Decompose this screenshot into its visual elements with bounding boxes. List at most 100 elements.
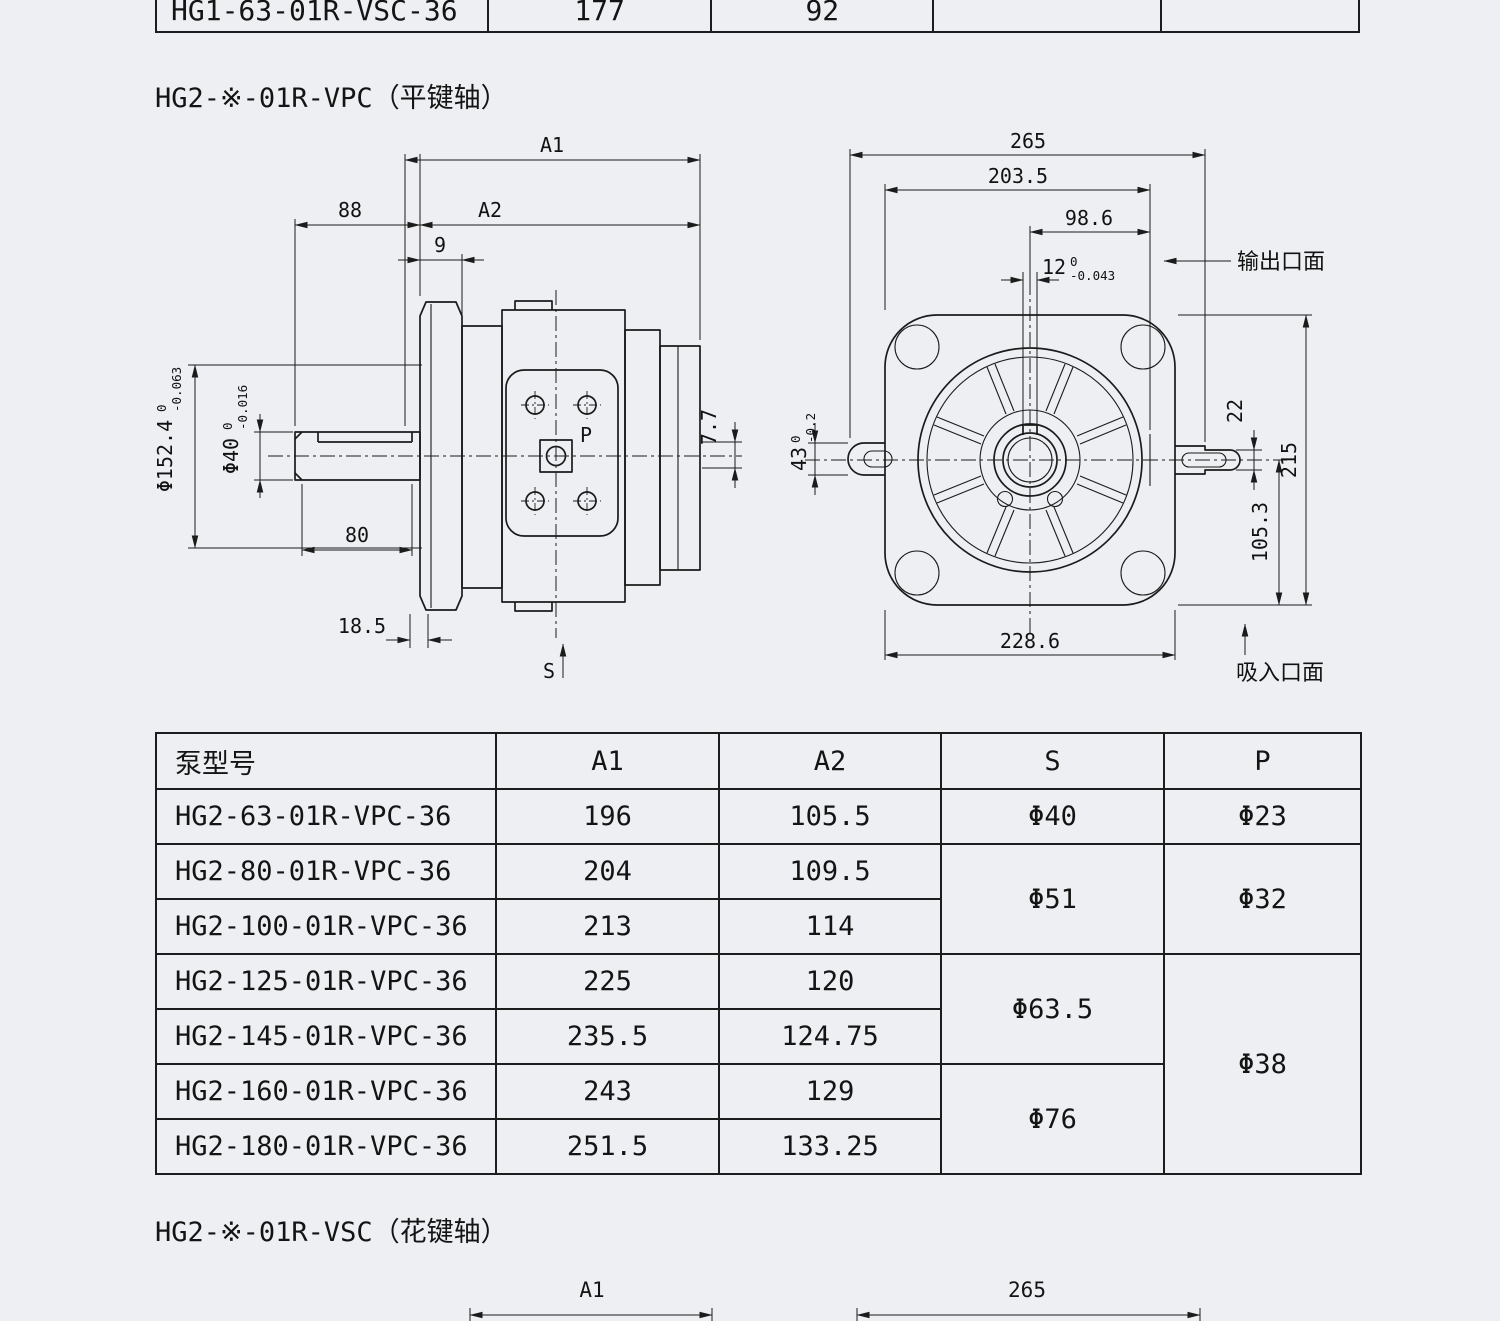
dim-88-label: 88: [338, 198, 362, 222]
cell-a1: 243: [495, 1063, 720, 1120]
dim-9-label: 9: [434, 233, 446, 257]
bottom-drawing-fragment: [469, 1308, 1201, 1321]
dim-7-7-label: 7.7: [697, 409, 721, 445]
table-row: HG2-80-01R-VPC-36 204 109.5 Φ51 Φ32: [155, 843, 1362, 955]
cell-p: Φ38: [1163, 953, 1362, 1175]
svg-text:0: 0: [154, 404, 169, 412]
dim-18-5-label: 18.5: [338, 614, 386, 638]
cell-a2: 109.5: [718, 843, 942, 900]
spec-table: 泵型号 A1 A2 S P HG2-63-01R-VPC-36 196 105.…: [155, 732, 1362, 1175]
bolt-hole-centerlines: [521, 391, 601, 515]
top-frag-a1: 177: [574, 0, 625, 27]
side-view-dimension-lines: [188, 154, 742, 678]
dim-265-label: 265: [1010, 129, 1046, 153]
cell-a2: 105.5: [718, 788, 942, 845]
front-view-centerlines: [805, 280, 1287, 635]
top-frag-model-cell: HG1-63-01R-VSC-36: [157, 0, 489, 31]
cell-model: HG2-160-01R-VPC-36: [155, 1063, 497, 1120]
top-table-fragment: HG1-63-01R-VSC-36 177 92: [155, 0, 1360, 33]
cell-model: HG2-63-01R-VPC-36: [155, 788, 497, 845]
table-row: HG2-145-01R-VPC-36 235.5 124.75: [155, 1008, 1361, 1065]
bottom-frag-265-label: 265: [1008, 1278, 1046, 1302]
dim-a2-label: A2: [478, 198, 502, 222]
spec-header-a1: A1: [495, 732, 720, 790]
front-view-ribs: [933, 363, 1127, 557]
section-title-vpc: HG2-※-01R-VPC（平键轴）: [155, 83, 508, 114]
cell-a1: 235.5: [495, 1008, 720, 1065]
cell-model: HG2-180-01R-VPC-36: [155, 1118, 497, 1175]
dim-phi40-label: Φ40 0 -0.016: [219, 385, 250, 474]
cell-s: Φ63.5: [940, 953, 1165, 1065]
dim-228-6-label: 228.6: [1000, 629, 1060, 653]
pump-front-outline: [847, 314, 1241, 606]
front-view-drawing: 265 203.5 98.6 12 0 -0.043 输出口面 22 215 1…: [790, 129, 1325, 686]
port-p-label: P: [580, 423, 592, 447]
bottom-frag-a1-label: A1: [579, 1278, 605, 1302]
suction-face-label: 吸入口面: [1236, 661, 1324, 686]
top-frag-s-cell: [934, 0, 1162, 31]
top-frag-p-cell: [1162, 0, 1358, 31]
dim-12-sup: 0: [1070, 254, 1078, 269]
cell-a1: 196: [495, 788, 720, 845]
cell-p: Φ32: [1163, 843, 1362, 955]
cell-model: HG2-80-01R-VPC-36: [155, 843, 497, 900]
cell-s: Φ40: [940, 788, 1165, 845]
spec-header-a2: A2: [718, 732, 942, 790]
port-s-label: S: [543, 659, 555, 683]
dim-22-label: 22: [1223, 399, 1247, 423]
cell-a1: 251.5: [495, 1118, 720, 1175]
cell-a1: 225: [495, 953, 720, 1010]
dim-203-5-label: 203.5: [988, 164, 1048, 188]
cell-model: HG2-100-01R-VPC-36: [155, 898, 497, 955]
dim-105-3-label: 105.3: [1248, 502, 1272, 562]
svg-text:Φ40: Φ40: [219, 438, 243, 474]
table-row: HG2-180-01R-VPC-36 251.5 133.25: [155, 1118, 1361, 1175]
top-frag-a2-cell: 92: [712, 0, 935, 31]
dim-98-6-label: 98.6: [1065, 206, 1113, 230]
top-frag-a2: 92: [805, 0, 840, 27]
table-row: HG2-63-01R-VPC-36 196 105.5 Φ40 Φ23: [155, 788, 1362, 845]
side-view-centerlines: [268, 290, 742, 638]
svg-text:105.3: 105.3: [1248, 502, 1272, 562]
dim-80-label: 80: [345, 523, 369, 547]
dim-215-label: 215: [1277, 442, 1301, 478]
svg-text:-0.016: -0.016: [235, 385, 250, 430]
svg-text:22: 22: [1223, 399, 1247, 423]
cell-a1: 213: [495, 898, 720, 955]
dim-12-sub: -0.043: [1070, 268, 1115, 283]
output-face-label: 输出口面: [1237, 250, 1325, 275]
table-row: HG2-125-01R-VPC-36 225 120 Φ63.5 Φ38: [155, 953, 1362, 1175]
bottom-frag-dimension-lines: [469, 1308, 1201, 1321]
dim-12-label: 12: [1042, 255, 1066, 279]
spec-header-model: 泵型号: [155, 732, 497, 790]
spec-header-s: S: [940, 732, 1165, 790]
cell-model: HG2-145-01R-VPC-36: [155, 1008, 497, 1065]
front-view-dimension-lines: [808, 149, 1312, 660]
cell-a2: 114: [718, 898, 942, 955]
svg-text:215: 215: [1277, 442, 1301, 478]
cell-s: Φ76: [940, 1063, 1165, 1175]
svg-text:-0.2: -0.2: [803, 413, 818, 443]
side-view-drawing: A1 88 A2 9 Φ152.4 0 -0.063 Φ40 0 -0.016 …: [153, 133, 742, 683]
dim-a1-label: A1: [540, 133, 564, 157]
cell-s: Φ51: [940, 843, 1165, 955]
top-frag-model: HG1-63-01R-VSC-36: [171, 0, 458, 27]
svg-text:Φ152.4: Φ152.4: [153, 420, 177, 492]
cell-a1: 204: [495, 843, 720, 900]
cell-a2: 133.25: [718, 1118, 942, 1175]
cell-model: HG2-125-01R-VPC-36: [155, 953, 497, 1010]
svg-text:-0.063: -0.063: [169, 367, 184, 412]
svg-text:0: 0: [220, 422, 235, 430]
table-row: HG2-160-01R-VPC-36 243 129 Φ76: [155, 1063, 1361, 1175]
top-frag-a1-cell: 177: [489, 0, 713, 31]
svg-text:7.7: 7.7: [697, 409, 721, 445]
dim-phi152-label: Φ152.4 0 -0.063: [153, 367, 184, 492]
cell-a2: 124.75: [718, 1008, 942, 1065]
spec-header-p: P: [1163, 732, 1362, 790]
cell-p: Φ23: [1163, 788, 1362, 845]
dim-43-label: 43 0 -0.2: [790, 413, 818, 471]
svg-text:43: 43: [790, 447, 811, 471]
svg-text:0: 0: [790, 435, 803, 443]
section-title-vsc: HG2-※-01R-VSC（花键轴）: [155, 1217, 508, 1248]
spec-header-row: 泵型号 A1 A2 S P: [155, 732, 1362, 790]
